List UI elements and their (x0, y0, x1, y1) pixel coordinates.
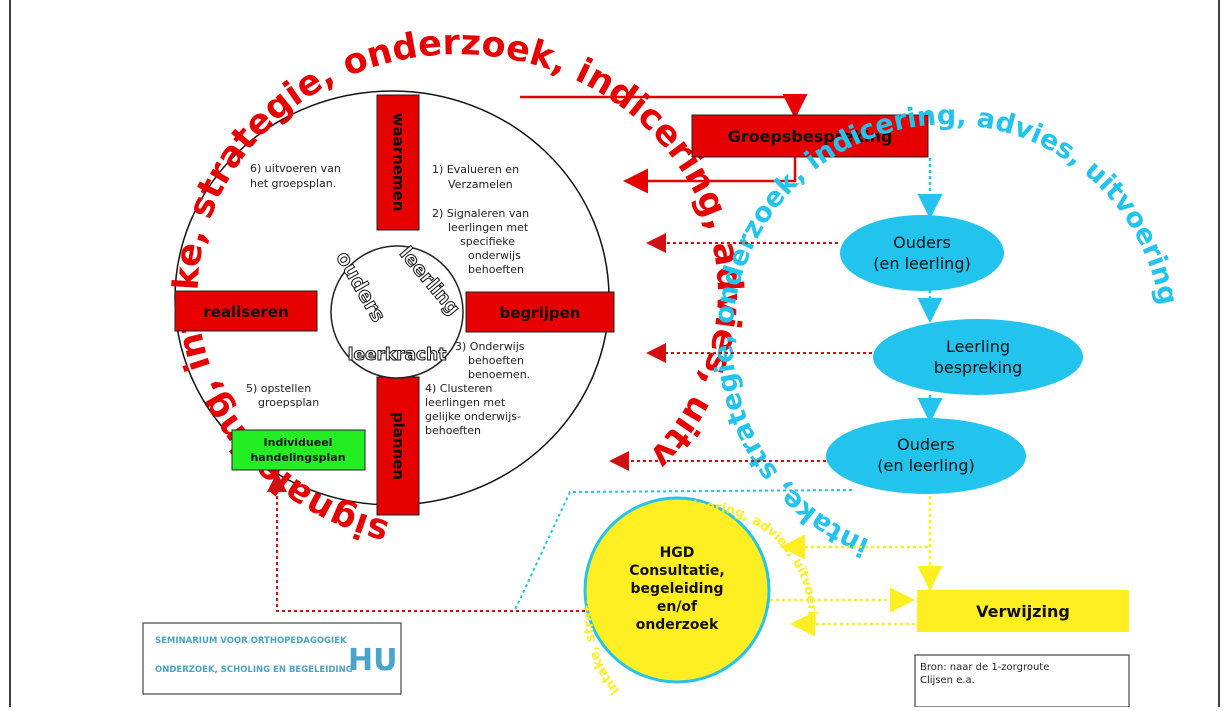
groepsbespreking-label: Groepsbespreking (728, 127, 893, 146)
center-leerkracht: leerkracht (348, 345, 447, 365)
node-ouders-1-line2: (en leerling) (873, 254, 970, 273)
source-line2: Clijsen e.a. (920, 675, 975, 686)
phase-begrijpen-label: begrijpen (500, 304, 581, 322)
arrow-to-groepsbespreking (520, 94, 808, 119)
hgd-label: HGD Consultatie, begeleiding en/of onder… (629, 545, 724, 633)
step-3: 3) Onderwijs behoeften benoemen. (455, 340, 530, 381)
step-2: 2) Signaleren van leerlingen met specifi… (432, 207, 529, 276)
node-ouders-2-line1: Ouders (897, 435, 955, 454)
logo-line1: SEMINARIUM VOOR ORTHOPEDAGOGIEK (155, 636, 347, 646)
svg-text:gelijke onderwijs-: gelijke onderwijs- (425, 410, 521, 423)
logo-box (142, 622, 402, 695)
svg-text:specifieke: specifieke (460, 235, 515, 248)
verwijzing-label: Verwijzing (976, 602, 1070, 621)
svg-text:Verzamelen: Verzamelen (448, 178, 513, 191)
svg-text:HGD: HGD (660, 545, 695, 561)
phase-realiseren-box (174, 290, 318, 332)
svg-text:1) Evalueren en: 1) Evalueren en (432, 163, 519, 176)
node-ouders-2-line2: (en leerling) (877, 456, 974, 475)
center-circle (330, 245, 464, 379)
line-ouders2-to-hgd (514, 489, 853, 611)
svg-text:leerlingen met: leerlingen met (448, 221, 529, 234)
step-4: 4) Clusteren leerlingen met gelijke onde… (425, 382, 521, 437)
verwijzing-box (917, 590, 1129, 632)
svg-text:leerlingen met: leerlingen met (425, 396, 506, 409)
svg-text:behoeften: behoeften (468, 263, 524, 276)
logo-line2: ONDERZOEK, SCHOLING EN BEGELEIDING (155, 665, 353, 675)
source-line1: Bron: naar de 1-zorgroute (920, 662, 1049, 673)
svg-text:behoeften: behoeften (425, 424, 481, 437)
logo-mark: HU (348, 643, 397, 678)
arrow-from-groepsbespreking (623, 157, 797, 194)
node-ouders-2 (826, 418, 1026, 494)
svg-text:4) Clusteren: 4) Clusteren (425, 382, 492, 395)
node-leerling-bespreking (873, 319, 1083, 395)
svg-text:begeleiding: begeleiding (631, 581, 724, 597)
node-ouders-1 (840, 215, 1004, 291)
svg-text:2) Signaleren van: 2) Signaleren van (432, 207, 529, 220)
svg-text:onderwijs: onderwijs (468, 249, 521, 262)
phase-begrijpen-box (465, 291, 615, 333)
svg-text:en/of: en/of (657, 599, 698, 615)
svg-text:benoemen.: benoemen. (468, 368, 530, 381)
svg-text:Consultatie,: Consultatie, (629, 563, 724, 579)
svg-text:behoeften: behoeften (468, 354, 524, 367)
phase-waarnemen-box (376, 94, 420, 231)
svg-text:3) Onderwijs: 3) Onderwijs (455, 340, 525, 353)
groepsbespreking-box (691, 114, 929, 158)
node-ouders-1-line1: Ouders (893, 233, 951, 252)
svg-text:groepsplan: groepsplan (258, 396, 319, 409)
node-leerling-line1: Leerling (946, 337, 1010, 356)
phase-plannen-box (376, 376, 420, 516)
svg-text:het groepsplan.: het groepsplan. (250, 177, 336, 190)
source-box (914, 654, 1130, 708)
node-leerling-line2: bespreking (934, 358, 1023, 377)
svg-text:6) uitvoeren van: 6) uitvoeren van (250, 162, 341, 175)
phase-plannen-label: plannen (390, 412, 408, 480)
hgd-circle (583, 496, 771, 684)
step-6: 6) uitvoeren van het groepsplan. (250, 162, 341, 190)
svg-text:onderzoek: onderzoek (636, 617, 719, 633)
phase-realiseren-label: realiseren (203, 303, 288, 321)
arrow-hgd-to-individueel (267, 472, 585, 612)
phase-waarnemen-label: waarnemen (390, 113, 408, 212)
svg-text:5) opstellen: 5) opstellen (246, 382, 311, 395)
individueel-line2: handelingsplan (250, 451, 345, 464)
individueel-box (231, 429, 366, 471)
step-1: 1) Evalueren en Verzamelen (432, 163, 519, 191)
step-5: 5) opstellen groepsplan (246, 382, 319, 409)
individueel-line1: Individueel (264, 436, 333, 449)
